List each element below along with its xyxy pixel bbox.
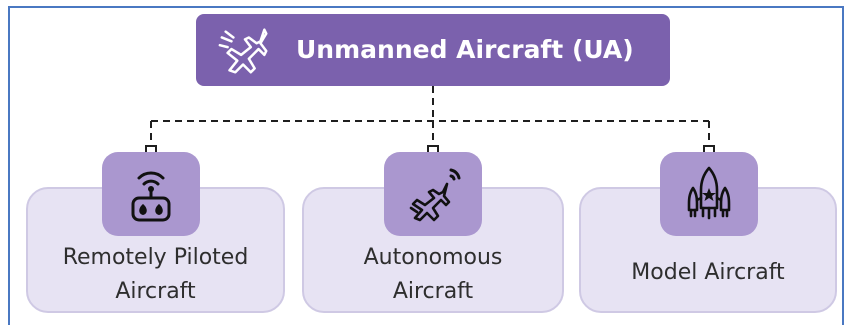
root-title: Unmanned Aircraft (UA) (296, 35, 634, 64)
card-label-line2: Aircraft (392, 279, 474, 304)
card-label-line1: Remotely Piloted (62, 245, 249, 270)
wireless-jet-icon (409, 168, 461, 222)
card-label-line2: Aircraft (115, 279, 196, 304)
icon-box-remotely-piloted (102, 152, 200, 236)
root-node-unmanned-aircraft: Unmanned Aircraft (UA) (196, 14, 670, 86)
diagram-frame (8, 6, 844, 325)
card-label: Model Aircraft (631, 260, 785, 285)
card-label-line1: Autonomous (363, 245, 503, 270)
remote-controller-icon (131, 171, 171, 222)
icon-box-model-aircraft (660, 152, 758, 236)
jet-fighter-icon (218, 28, 268, 74)
icon-box-autonomous (384, 152, 482, 236)
model-rocket-icon (687, 166, 731, 220)
